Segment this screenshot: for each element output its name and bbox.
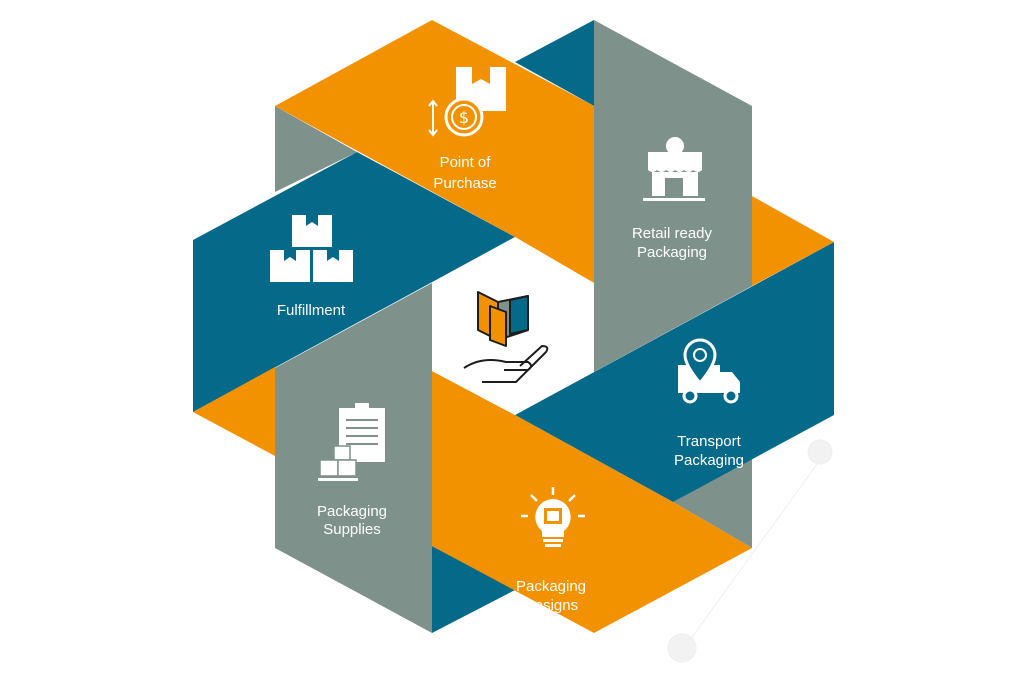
clipboard-boxes-icon (318, 403, 385, 481)
decorative-dots (667, 439, 833, 663)
dollar-box-icon: $ (428, 67, 506, 137)
label-fulfillment: Fulfillment (277, 302, 346, 319)
band-designs (432, 371, 752, 633)
delivery-truck-icon (678, 338, 740, 404)
svg-text:$: $ (459, 108, 469, 127)
fold-gray-bottom-right (673, 458, 752, 548)
label-designs-1: Packaging (516, 578, 586, 595)
label-retail-ready-1: Retail ready (632, 225, 713, 242)
label-point-of-purchase-1: Point of (440, 154, 492, 171)
label-transport-2: Packaging (674, 452, 744, 469)
fold-teal-bottom (432, 546, 515, 633)
label-retail-ready-2: Packaging (637, 244, 707, 261)
band-point-of-purchase (275, 20, 594, 283)
label-transport-1: Transport (677, 433, 741, 450)
stacked-boxes-icon (270, 215, 353, 282)
label-point-of-purchase-2: Purchase (433, 175, 496, 192)
hand-holding-box-icon (463, 291, 549, 383)
band-fulfillment (193, 152, 515, 412)
label-designs-2: Designs (524, 597, 578, 614)
label-supplies-1: Packaging (317, 503, 387, 520)
fold-teal-top (515, 20, 594, 106)
lightbulb-icon (521, 487, 585, 547)
storefront-icon (643, 137, 705, 201)
fold-orange-right (752, 196, 834, 286)
band-transport (515, 242, 834, 502)
label-supplies-2: Supplies (323, 521, 381, 538)
fold-orange-left (193, 367, 275, 456)
fold-gray-top-left (275, 106, 357, 192)
